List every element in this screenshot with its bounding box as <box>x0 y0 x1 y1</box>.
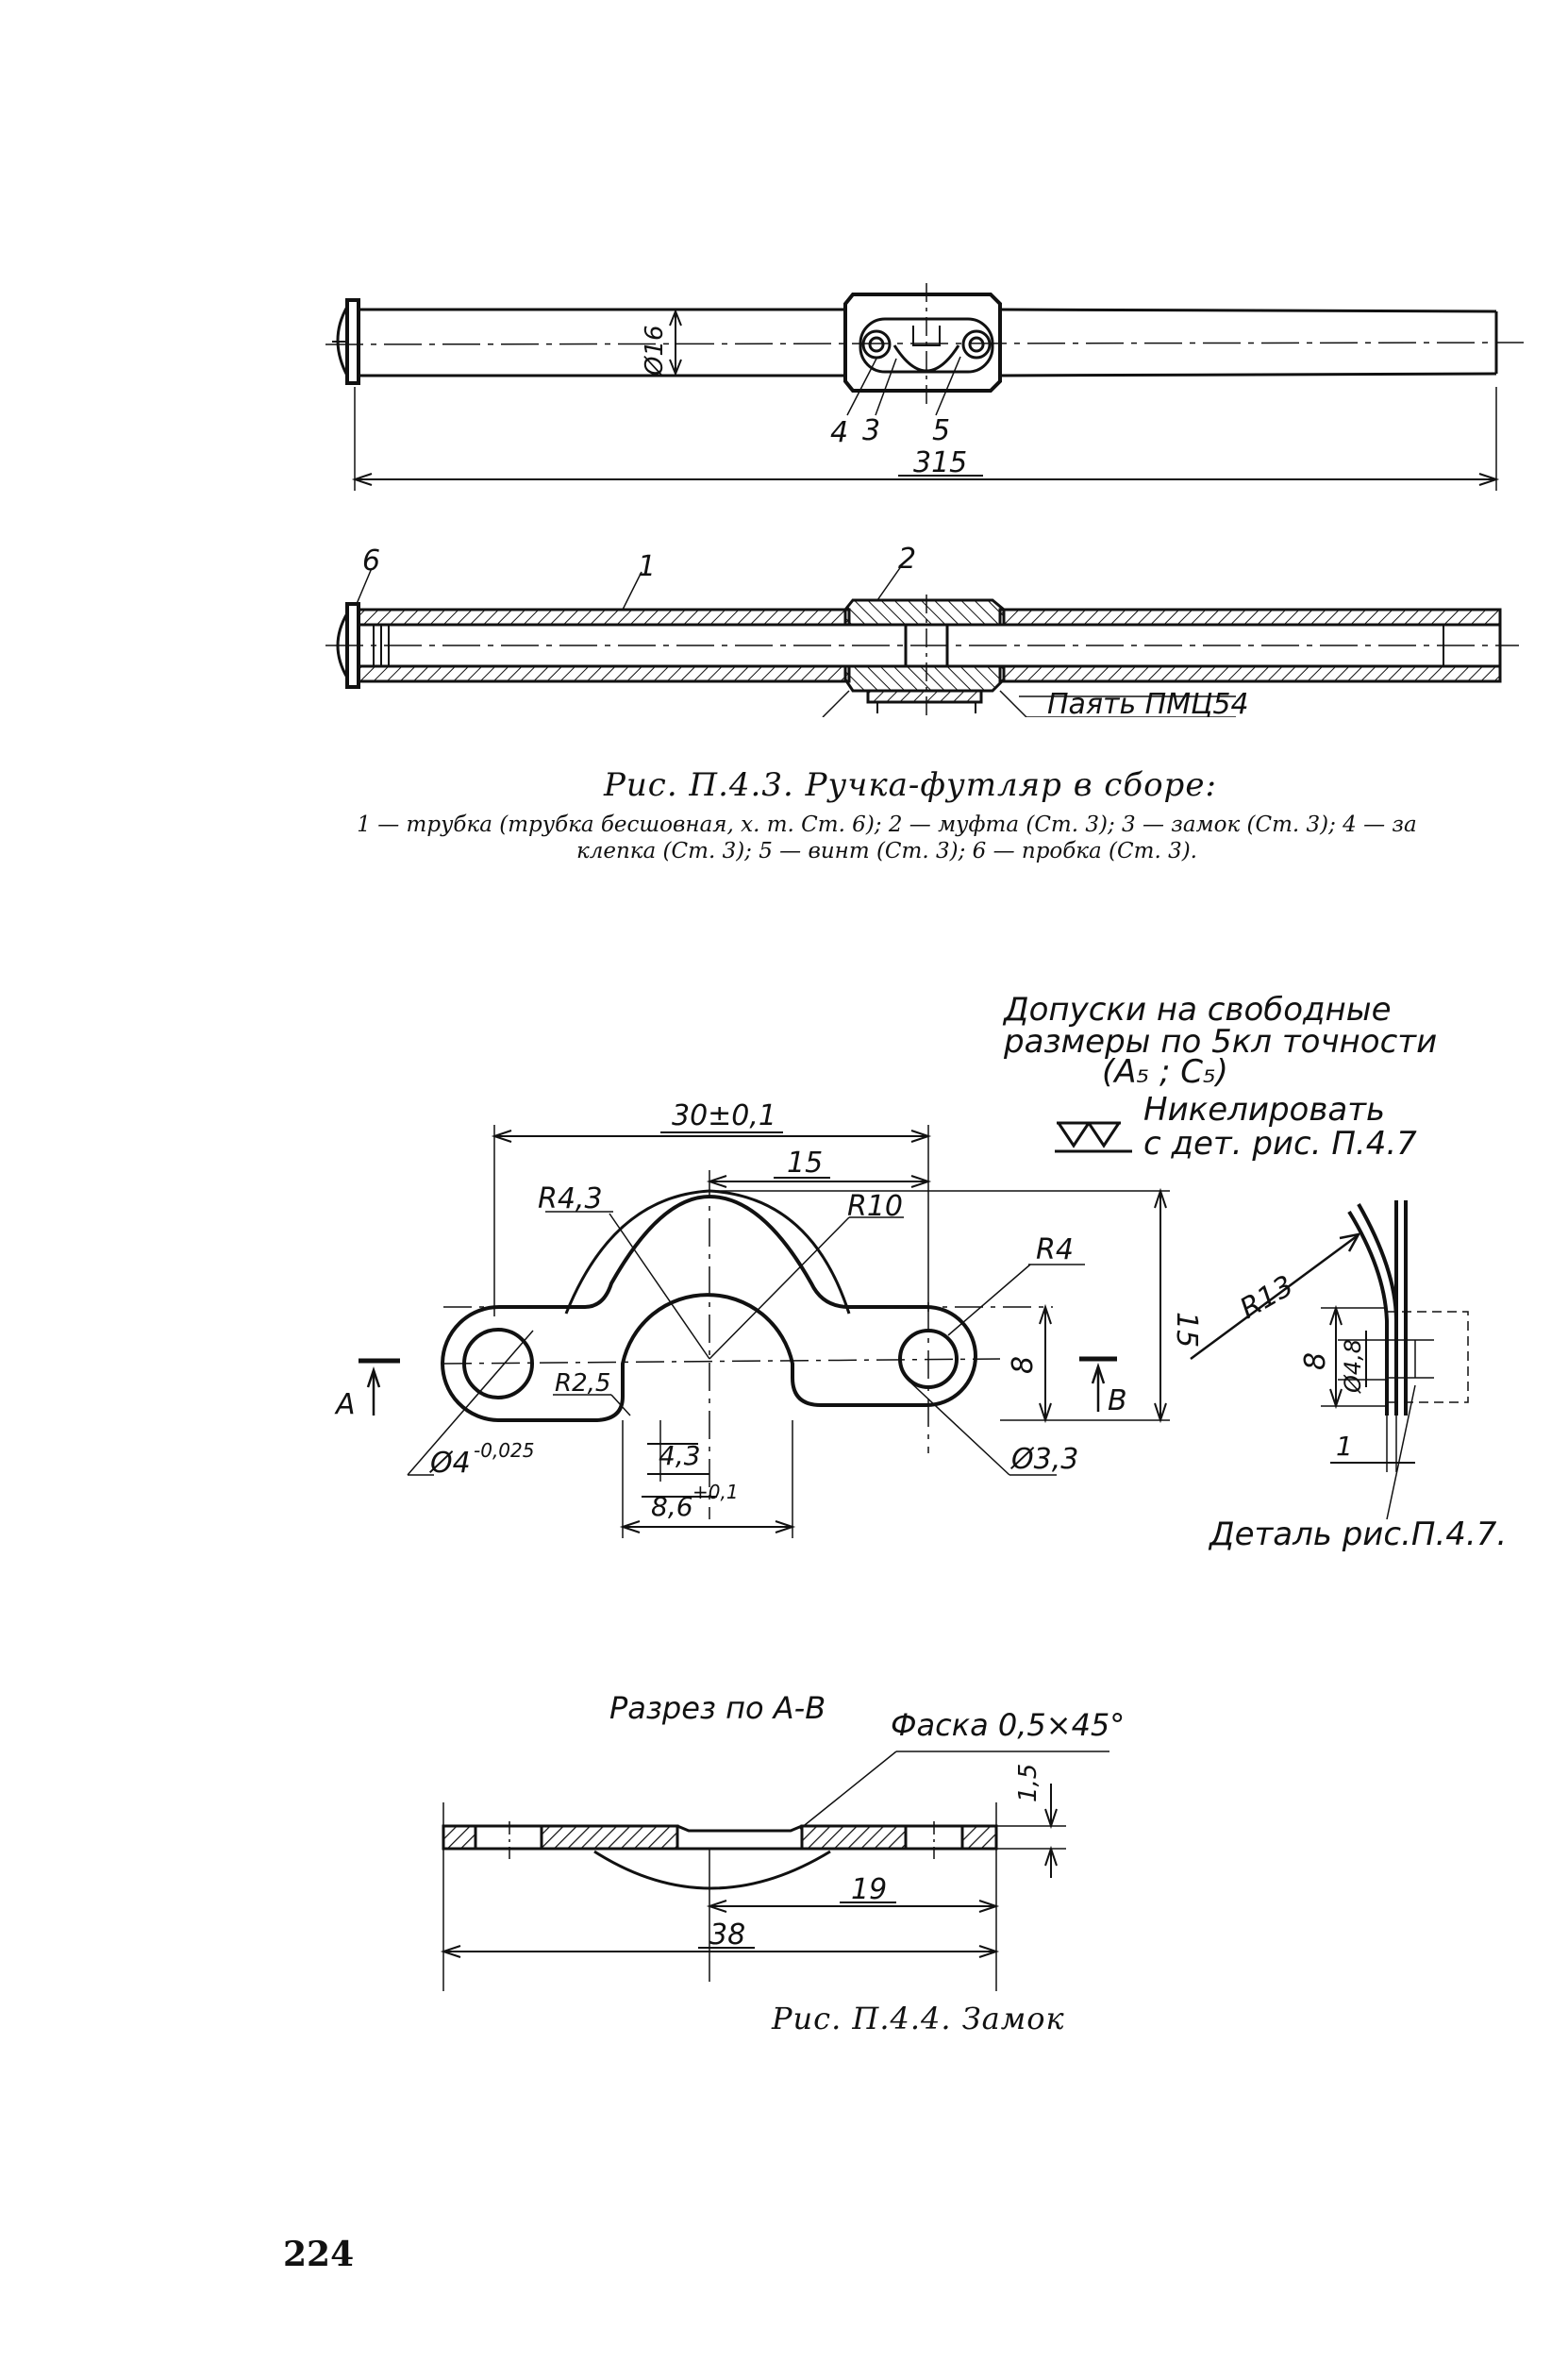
dim-15-vertical: 15 <box>1170 1312 1203 1348</box>
dim-38: 38 <box>709 1918 745 1952</box>
hole-right-dia: Ø3,3 <box>1009 1443 1078 1476</box>
callout-6: 6 <box>362 544 380 578</box>
dim-43: 4,3 <box>659 1440 701 1471</box>
radius-r10: R10 <box>847 1190 903 1223</box>
callout-1: 1 <box>638 550 656 583</box>
radius-r4: R4 <box>1036 1233 1074 1266</box>
chamfer-note: Фаска 0,5×45° <box>891 1707 1126 1743</box>
finish-note-1: Никелировать <box>1143 1091 1386 1129</box>
figure-p44-caption: Рис. П.4.4. Замок <box>772 2001 1065 2036</box>
section-mark-a: A <box>334 1388 356 1421</box>
section-mark-b: B <box>1108 1384 1127 1417</box>
dim-8-side: 8 <box>1299 1352 1332 1370</box>
assembly-top-view: Ø16 4 3 5 315 <box>325 283 1525 717</box>
radius-r25: R2,5 <box>555 1369 610 1398</box>
tolerance-note-2: размеры по 5кл точности <box>1004 1023 1438 1061</box>
page-number: 224 <box>283 2235 355 2274</box>
callout-5: 5 <box>932 414 950 447</box>
dim-15-horizontal: 15 <box>787 1147 823 1180</box>
detail-reference-note: Деталь рис.П.4.7. <box>1209 1516 1508 1553</box>
dim-19: 19 <box>851 1873 887 1906</box>
dim-86-tol: +0,1 <box>692 1481 739 1503</box>
section-title: Разрез по А-В <box>609 1690 826 1726</box>
finish-note-2: с дет. рис. П.4.7 <box>1143 1125 1417 1163</box>
figure-p43-legend-line2: клепка (Ст. 3); 5 — винт (Ст. 3); 6 — пр… <box>576 839 1197 863</box>
overall-length-315: 315 <box>913 446 967 479</box>
callout-2: 2 <box>898 543 916 576</box>
lock-plan-view: 30±0,1 15 R4,3 R10 R4 R2,5 15 8 Ø4 -0,02… <box>334 1099 1469 1538</box>
figure-p43-legend-line1: 1 — трубка (трубка бесшовная, х. т. Ст. … <box>357 813 1417 837</box>
callout-3: 3 <box>862 414 880 447</box>
dim-15-section: 1,5 <box>1014 1764 1043 1802</box>
lock-section-view: 1,5 19 38 <box>440 1751 1109 1991</box>
figure-p43-title: Рис. П.4.3. Ручка-футляр в сборе: <box>604 766 1217 804</box>
radius-r13: R13 <box>1235 1269 1300 1326</box>
dim-30: 30±0,1 <box>672 1099 776 1132</box>
tolerance-note-3: (A₅ ; C₅) <box>1102 1053 1228 1091</box>
radius-r43: R4,3 <box>538 1182 603 1215</box>
dim-1-side: 1 <box>1336 1431 1353 1462</box>
dim-86: 8,6 <box>651 1491 693 1522</box>
hole-left-tol: -0,025 <box>474 1439 534 1462</box>
diameter-16-label: Ø16 <box>641 325 669 377</box>
solder-note: Паять ПМЦ54 <box>1047 688 1249 717</box>
dim-48-side: Ø4,8 <box>1340 1339 1366 1394</box>
callout-4: 4 <box>830 416 848 449</box>
dim-8-plan: 8 <box>1007 1356 1040 1374</box>
tolerance-note-1: Допуски на свободные <box>1004 991 1392 1029</box>
surface-finish-symbol <box>1055 1121 1132 1153</box>
hole-left-dia: Ø4 <box>428 1447 471 1480</box>
